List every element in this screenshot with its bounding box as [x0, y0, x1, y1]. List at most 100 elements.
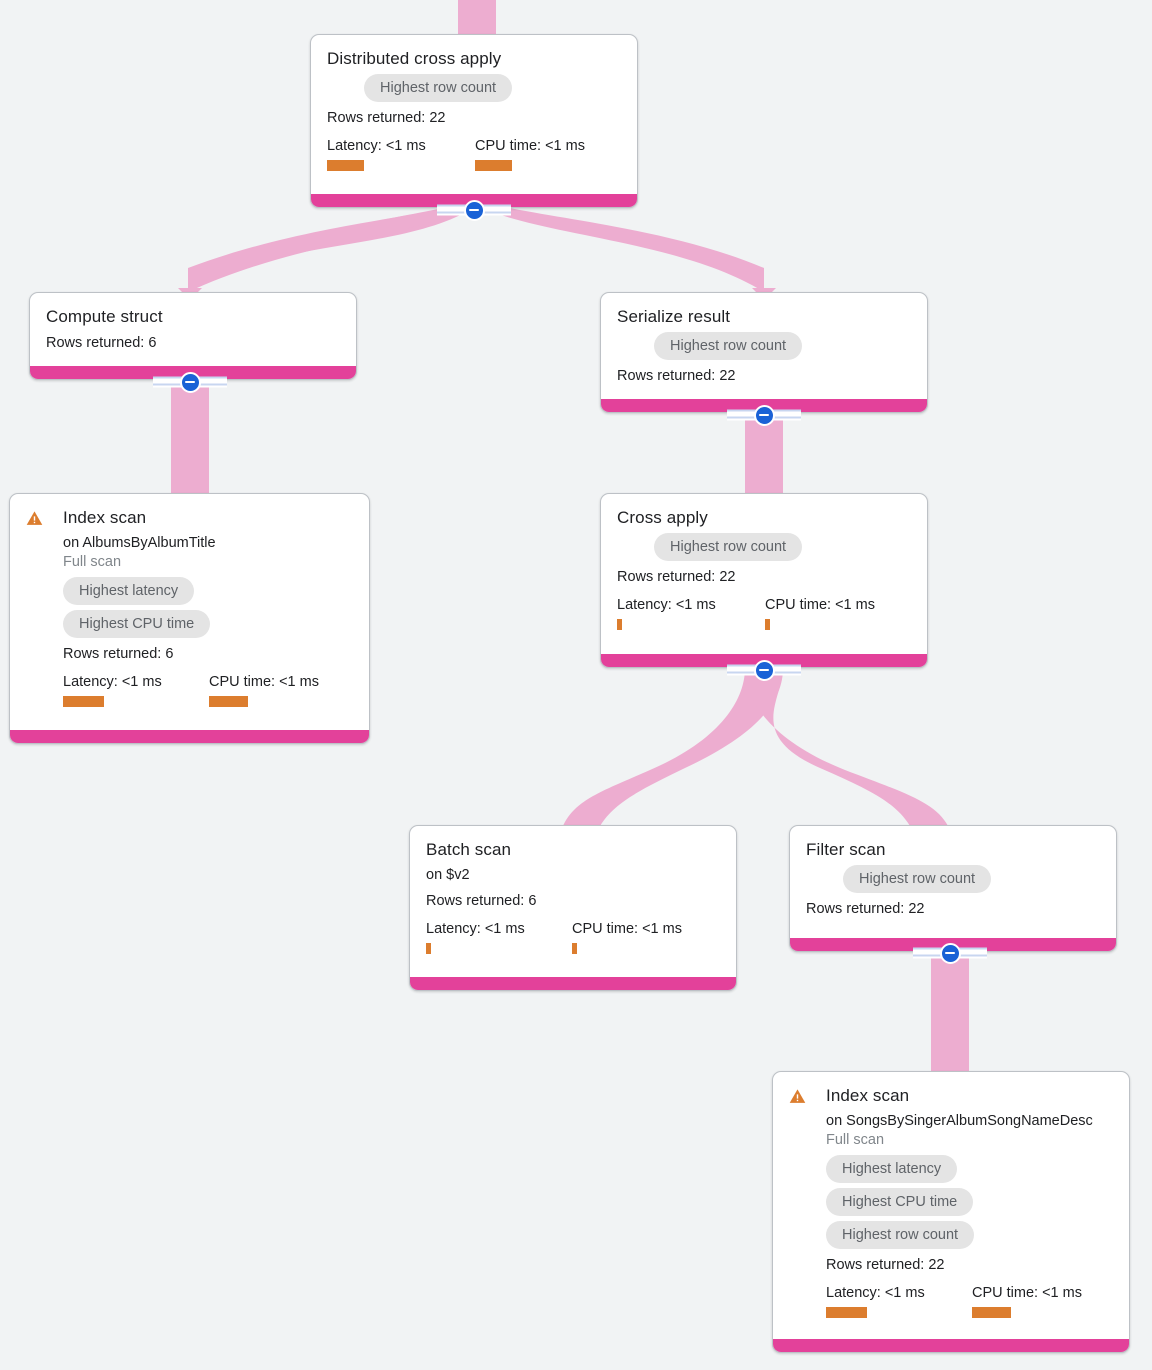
rows-returned: Rows returned: 6	[426, 893, 537, 909]
badge-highest-row-count: Highest row count	[364, 74, 513, 102]
metric-latency-bar	[327, 160, 364, 171]
node-body: Batch scan on $v2 Rows returned: 6 Laten…	[410, 826, 736, 968]
node-index-scan-songs[interactable]: Index scan on SongsBySingerAlbumSongName…	[772, 1071, 1130, 1353]
node-body: Index scan on SongsBySingerAlbumSongName…	[773, 1072, 1129, 1332]
node-distributed-cross-apply[interactable]: Distributed cross apply Highest row coun…	[310, 34, 638, 208]
badge-list: Highest row count	[327, 74, 621, 102]
metric-latency-bar	[617, 619, 622, 630]
rows-returned: Rows returned: 22	[826, 1257, 945, 1273]
warning-icon	[26, 511, 43, 525]
collapse-minus-icon	[753, 659, 775, 681]
node-cross-apply[interactable]: Cross apply Highest row count Rows retur…	[600, 493, 928, 668]
node-compute-struct[interactable]: Compute struct Rows returned: 6	[29, 292, 357, 380]
edge-root-stub	[458, 0, 496, 34]
edge-root-to-compute-struct	[190, 202, 470, 288]
node-body: Serialize result Highest row count Rows …	[601, 293, 927, 400]
metrics-row: Latency: <1 ms CPU time: <1 ms	[426, 920, 720, 954]
metric-cpu-label: CPU time: <1 ms	[765, 597, 875, 613]
badge-highest-row-count: Highest row count	[654, 332, 803, 360]
collapse-minus-icon	[179, 371, 201, 393]
metric-cpu-bar	[475, 160, 512, 171]
node-footer-bar	[773, 1339, 1129, 1352]
collapse-minus-icon	[753, 404, 775, 426]
node-body: Index scan on AlbumsByAlbumTitle Full sc…	[10, 494, 369, 721]
badge-highest-cpu-time: Highest CPU time	[63, 610, 211, 638]
node-header: Distributed cross apply	[327, 48, 621, 69]
node-subtitle: on SongsBySingerAlbumSongNameDesc	[826, 1113, 1093, 1129]
node-filter-scan[interactable]: Filter scan Highest row count Rows retur…	[789, 825, 1117, 952]
metrics-row: Latency: <1 ms CPU time: <1 ms	[327, 137, 621, 171]
edge-filter-to-index-scan	[931, 952, 969, 1072]
node-batch-scan[interactable]: Batch scan on $v2 Rows returned: 6 Laten…	[409, 825, 737, 991]
edge-cross-apply-to-batch-scan	[563, 668, 783, 826]
rows-returned: Rows returned: 22	[806, 901, 925, 917]
node-title: Cross apply	[617, 508, 708, 527]
node-header: Index scan	[26, 507, 353, 528]
rows-returned: Rows returned: 6	[46, 335, 157, 351]
metric-latency: Latency: <1 ms	[617, 596, 765, 630]
metric-latency-label: Latency: <1 ms	[327, 138, 426, 154]
metric-cpu-time: CPU time: <1 ms	[972, 1284, 1082, 1318]
rows-returned: Rows returned: 22	[617, 569, 736, 585]
metric-latency-label: Latency: <1 ms	[617, 597, 716, 613]
metric-cpu-label: CPU time: <1 ms	[572, 921, 682, 937]
node-body: Compute struct Rows returned: 6	[30, 293, 356, 367]
node-footer-bar	[410, 977, 736, 990]
node-title: Batch scan	[426, 840, 512, 859]
node-detail-block: on SongsBySingerAlbumSongNameDesc Full s…	[789, 1112, 1113, 1249]
rows-returned: Rows returned: 22	[617, 368, 736, 384]
collapse-button-compute-struct[interactable]	[153, 370, 227, 394]
node-serialize-result[interactable]: Serialize result Highest row count Rows …	[600, 292, 928, 413]
node-body: Filter scan Highest row count Rows retur…	[790, 826, 1116, 933]
metric-cpu-bar	[572, 943, 577, 954]
metric-cpu-bar	[972, 1307, 1011, 1318]
metric-latency: Latency: <1 ms	[826, 1284, 972, 1318]
collapse-button-distributed-cross-apply[interactable]	[437, 198, 511, 222]
node-index-scan-albums[interactable]: Index scan on AlbumsByAlbumTitle Full sc…	[9, 493, 370, 744]
metric-latency: Latency: <1 ms	[327, 137, 475, 171]
node-header: Filter scan	[806, 839, 1100, 860]
node-title: Filter scan	[806, 840, 886, 859]
metrics-row: Latency: <1 ms CPU time: <1 ms	[617, 596, 911, 630]
badge-highest-row-count: Highest row count	[826, 1221, 975, 1249]
badge-highest-latency: Highest latency	[826, 1155, 958, 1183]
badge-list: Highest row count	[617, 533, 911, 561]
edge-root-to-serialize-result	[478, 200, 764, 292]
metric-latency-bar	[426, 943, 431, 954]
badge-highest-row-count: Highest row count	[654, 533, 803, 561]
badge-highest-latency: Highest latency	[63, 577, 195, 605]
node-title: Index scan	[63, 508, 147, 527]
metric-cpu-bar	[209, 696, 248, 707]
collapse-minus-icon	[939, 942, 961, 964]
node-title: Distributed cross apply	[327, 49, 502, 68]
node-detail-block: on AlbumsByAlbumTitle Full scan Highest …	[26, 534, 353, 638]
rows-returned: Rows returned: 6	[63, 646, 174, 662]
metric-cpu-time: CPU time: <1 ms	[572, 920, 682, 954]
metric-latency-bar	[826, 1307, 867, 1318]
edge-compute-to-index-scan	[171, 380, 209, 494]
node-footer-bar	[10, 730, 369, 743]
node-title: Serialize result	[617, 307, 731, 326]
node-body: Cross apply Highest row count Rows retur…	[601, 494, 927, 644]
node-title: Index scan	[826, 1086, 910, 1105]
node-header: Cross apply	[617, 507, 911, 528]
metric-latency: Latency: <1 ms	[426, 920, 572, 954]
collapse-minus-icon	[463, 199, 485, 221]
badge-list: Highest latency Highest CPU time Highest…	[826, 1155, 1113, 1249]
node-subtitle: on $v2	[426, 867, 470, 883]
node-subtitle: on AlbumsByAlbumTitle	[63, 535, 216, 551]
node-scan-type: Full scan	[826, 1132, 885, 1148]
metric-cpu-time: CPU time: <1 ms	[765, 596, 875, 630]
edge-root-to-compute-struct-body	[188, 200, 472, 292]
badge-highest-cpu-time: Highest CPU time	[826, 1188, 974, 1216]
collapse-button-filter-scan[interactable]	[913, 941, 987, 965]
collapse-button-cross-apply[interactable]	[727, 658, 801, 682]
badge-list: Highest row count	[806, 865, 1100, 893]
metrics-row: Latency: <1 ms CPU time: <1 ms	[789, 1284, 1113, 1318]
collapse-button-serialize-result[interactable]	[727, 403, 801, 427]
metric-cpu-time: CPU time: <1 ms	[209, 673, 319, 707]
metric-latency-label: Latency: <1 ms	[63, 674, 162, 690]
node-body: Distributed cross apply Highest row coun…	[311, 35, 637, 185]
badge-highest-row-count: Highest row count	[843, 865, 992, 893]
